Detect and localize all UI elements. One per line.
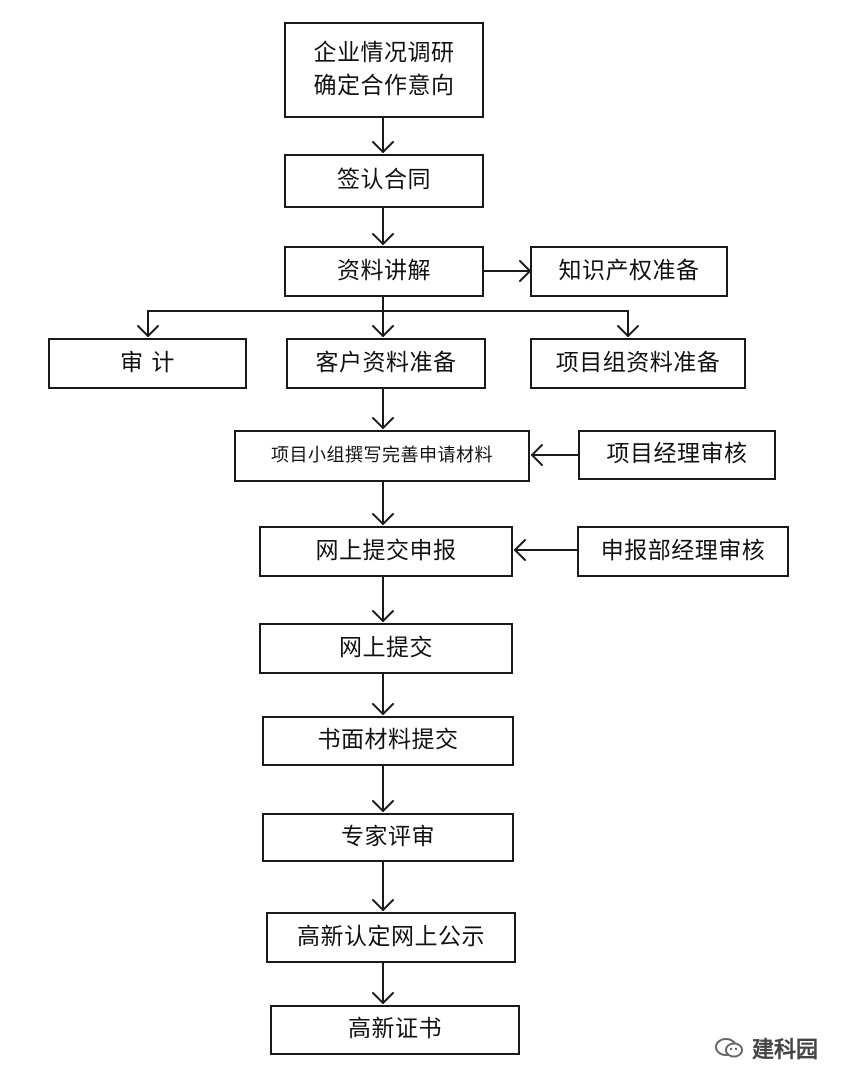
node-declaration-manager-review: 申报部经理审核: [577, 526, 789, 577]
node-public-notice: 高新认定网上公示: [266, 912, 516, 963]
node-online-declaration: 网上提交申报: [259, 526, 513, 577]
node-audit: 审 计: [48, 338, 247, 389]
arrowhead-to-n5: [137, 325, 159, 337]
arrowhead-n1-n2: [372, 141, 394, 153]
wechat-official-account-icon: [715, 1038, 743, 1058]
watermark-text: 建科园: [752, 1038, 819, 1063]
arrowhead-n15-n16: [372, 992, 394, 1004]
node-pm-review: 项目经理审核: [578, 430, 776, 480]
node-ip-preparation: 知识产权准备: [530, 246, 728, 297]
arrowhead-n9-n8: [531, 444, 543, 466]
arrowhead-n6-n8: [372, 417, 394, 429]
arrowhead-n14-n15: [372, 899, 394, 911]
node-client-materials: 客户资料准备: [286, 338, 486, 389]
node-certificate: 高新证书: [270, 1005, 520, 1055]
node-online-submit: 网上提交: [259, 623, 513, 674]
arrowhead-to-n7: [617, 325, 639, 337]
arrowhead-n10-n12: [372, 610, 394, 622]
node-write-application: 项目小组撰写完善申请材料: [234, 430, 530, 482]
node-sign-contract: 签认合同: [284, 154, 484, 208]
node-expert-review: 专家评审: [262, 813, 514, 862]
arrowhead-n12-n13: [372, 703, 394, 715]
watermark: 建科园: [714, 1032, 818, 1064]
node-materials-briefing: 资料讲解: [284, 246, 484, 297]
node-company-research: 企业情况调研 确定合作意向: [284, 22, 484, 118]
arrowhead-n11-n10: [514, 539, 526, 561]
arrowhead-to-n6: [372, 325, 394, 337]
arrowhead-n13-n14: [372, 800, 394, 812]
node-team-materials: 项目组资料准备: [530, 338, 746, 389]
node-paper-submission: 书面材料提交: [262, 716, 514, 766]
arrowhead-n2-n3: [372, 233, 394, 245]
arrowhead-n8-n10: [372, 513, 394, 525]
